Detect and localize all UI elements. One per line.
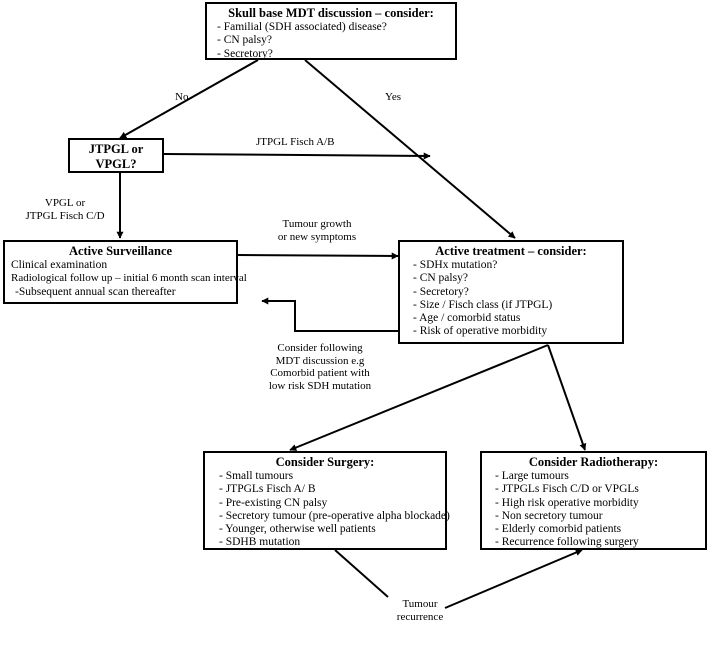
radiotherapy-item: - Large tumours	[495, 470, 569, 482]
label-yes: Yes	[385, 91, 402, 103]
active-treatment-box: Active treatment – consider: - SDHx muta…	[398, 240, 624, 344]
consider-radiotherapy-box: Consider Radiotherapy: - Large tumours -…	[480, 451, 707, 550]
surgery-item: - JTPGLs Fisch A/ B	[219, 483, 316, 496]
surveillance-title: Active Surveillance	[68, 244, 173, 258]
label-consider-line: Comorbid patient with	[270, 367, 370, 379]
treatment-item: - CN palsy?	[413, 272, 468, 285]
label-consider-line: MDT discussion e.g	[275, 354, 365, 367]
arrow-treatment-to-surgery	[289, 344, 549, 451]
label-consider-line: Consider following	[277, 342, 363, 354]
arrow-treatment-to-radiotherapy	[547, 344, 587, 451]
label-tumour-recurrence: Tumour recurrence	[385, 598, 455, 623]
treatment-title: Active treatment – consider:	[435, 244, 587, 258]
surveillance-item: Radiological follow up – initial 6 month…	[11, 272, 247, 285]
surgery-item: - Secretory tumour (pre-operative alpha …	[219, 509, 450, 522]
label-growth-line: or new symptoms	[277, 230, 357, 243]
radiotherapy-item: - JTPGLs Fisch C/D or VPGLs	[495, 483, 639, 496]
jtpgl-vpgl-box: JTPGL or VPGL?	[68, 138, 164, 173]
surgery-item: - Pre-existing CN palsy	[219, 496, 328, 509]
label-recurrence-line: Tumour	[402, 598, 438, 610]
surgery-item: - Younger, otherwise well patients	[219, 523, 376, 536]
arrow-treatment-to-surveillance	[261, 297, 398, 332]
arrow-jtpgl-to-treatment	[163, 152, 431, 160]
arrow-mdt-to-jtpgl	[119, 59, 259, 139]
surveillance-item: Clinical examination	[11, 259, 108, 271]
mdt-item: - Familial (SDH associated) disease?	[217, 21, 387, 33]
radiotherapy-item: - Recurrence following surgery	[495, 536, 639, 549]
label-vpgl-line: JTPGL Fisch C/D	[25, 209, 105, 222]
treatment-item: - Risk of operative morbidity	[413, 325, 548, 338]
consider-surgery-box: Consider Surgery: - Small tumours - JTPG…	[203, 451, 450, 550]
mdt-title: Skull base MDT discussion – consider:	[228, 6, 434, 20]
label-fisch-ab: JTPGL Fisch A/B	[256, 136, 335, 148]
label-vpgl-fisch-cd: VPGL or JTPGL Fisch C/D	[10, 197, 120, 222]
radiotherapy-title: Consider Radiotherapy:	[528, 455, 659, 469]
jtpgl-line-1: JTPGL or	[88, 142, 144, 156]
arrow-surgery-to-recurrence	[334, 549, 389, 598]
surgery-item: - SDHB mutation	[219, 536, 301, 549]
radiotherapy-item: - Elderly comorbid patients	[495, 523, 622, 536]
arrow-mdt-to-treatment	[304, 59, 516, 239]
jtpgl-line-2: VPGL?	[95, 157, 137, 171]
radiotherapy-item: - Non secretory tumour	[495, 509, 603, 522]
mdt-discussion-box: Skull base MDT discussion – consider: - …	[205, 2, 457, 60]
mdt-item: - CN palsy?	[217, 34, 272, 47]
active-surveillance-box: Active Surveillance Clinical examination…	[3, 240, 247, 304]
surveillance-item: -Subsequent annual scan thereafter	[15, 285, 176, 298]
label-vpgl-line: VPGL or	[44, 197, 86, 209]
surgery-title: Consider Surgery:	[275, 455, 375, 469]
treatment-item: - SDHx mutation?	[413, 259, 498, 271]
label-growth-line: Tumour growth	[282, 218, 352, 230]
label-recurrence-line: recurrence	[396, 610, 444, 623]
arrow-recurrence-to-radiotherapy	[444, 549, 583, 609]
treatment-item: - Size / Fisch class (if JTPGL)	[413, 298, 553, 311]
surgery-item: - Small tumours	[219, 470, 294, 482]
radiotherapy-item: - High risk operative morbidity	[495, 496, 639, 509]
label-tumour-growth: Tumour growth or new symptoms	[252, 218, 382, 243]
treatment-item: - Secretory?	[413, 285, 469, 298]
arrow-surveillance-to-treatment	[237, 252, 399, 260]
label-consider-line: low risk SDH mutation	[268, 379, 372, 392]
treatment-item: - Age / comorbid status	[413, 312, 521, 325]
label-consider-following: Consider following MDT discussion e.g Co…	[250, 342, 390, 392]
mdt-item: - Secretory?	[217, 47, 273, 60]
label-no: No	[175, 91, 189, 103]
